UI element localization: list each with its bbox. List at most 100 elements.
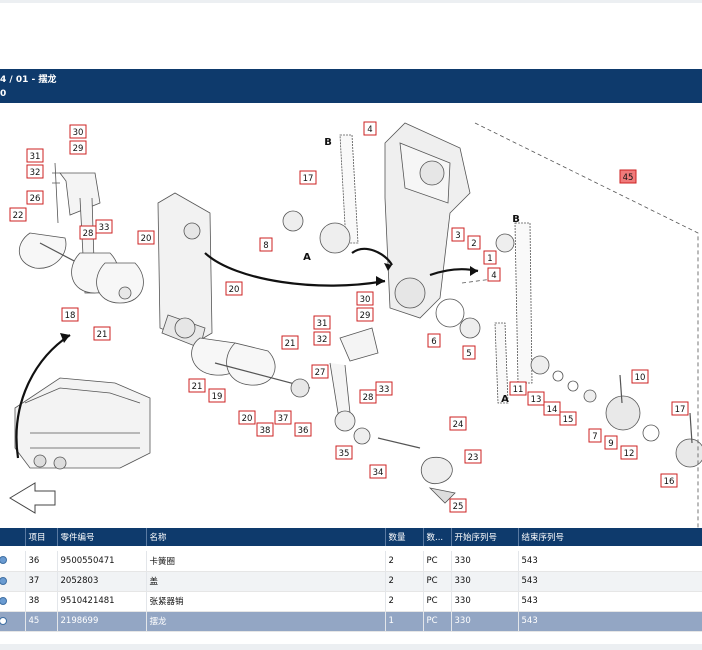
exploded-parts-diagram[interactable]: B A B A 30 29 31 32 22 26 33 28 20 20 17… [0, 103, 702, 528]
callout-8[interactable]: 8 [259, 237, 273, 252]
svg-text:26: 26 [30, 194, 41, 204]
info-icon[interactable] [0, 576, 7, 585]
svg-text:32: 32 [317, 335, 328, 345]
callout-45[interactable]: 45 [619, 169, 637, 184]
cell-qty: 2 [385, 551, 424, 572]
callout-10[interactable]: 10 [631, 369, 649, 384]
callout-12[interactable]: 12 [620, 445, 638, 460]
svg-text:1: 1 [487, 254, 492, 264]
callout-33-mid[interactable]: 33 [375, 381, 393, 396]
cell-unit: PC [423, 551, 452, 572]
svg-text:28: 28 [363, 393, 374, 403]
callout-36[interactable]: 36 [294, 422, 312, 437]
callout-30-mid[interactable]: 30 [356, 291, 374, 306]
callout-29-mid[interactable]: 29 [356, 307, 374, 322]
info-cell[interactable] [0, 611, 26, 632]
callout-14[interactable]: 14 [543, 401, 561, 416]
col-header-qty[interactable]: 数量 [385, 528, 424, 546]
callout-25[interactable]: 25 [449, 498, 467, 513]
callout-19[interactable]: 19 [208, 388, 226, 403]
callout-16[interactable]: 16 [660, 473, 678, 488]
callout-32-mid[interactable]: 32 [313, 331, 331, 346]
callout-20-c[interactable]: 20 [238, 410, 256, 425]
callout-15[interactable]: 15 [559, 411, 577, 426]
callout-9[interactable]: 9 [604, 435, 618, 450]
svg-text:17: 17 [303, 174, 314, 184]
info-icon[interactable] [0, 596, 7, 605]
callout-21-a[interactable]: 21 [93, 326, 111, 341]
svg-text:29: 29 [73, 144, 84, 154]
callout-22[interactable]: 22 [9, 207, 27, 222]
callout-37[interactable]: 37 [274, 410, 292, 425]
callout-35[interactable]: 35 [335, 445, 353, 460]
col-header-end-serial[interactable]: 结束序列号 [518, 528, 702, 546]
info-icon[interactable] [0, 556, 7, 565]
callout-33-left[interactable]: 33 [95, 219, 113, 234]
callout-7[interactable]: 7 [588, 428, 602, 443]
callout-20-a[interactable]: 20 [137, 230, 155, 245]
callout-28-mid[interactable]: 28 [359, 389, 377, 404]
svg-text:21: 21 [192, 382, 203, 392]
callout-13[interactable]: 13 [527, 391, 545, 406]
callout-4-right[interactable]: 4 [487, 267, 501, 282]
svg-text:13: 13 [531, 395, 542, 405]
callout-17-top[interactable]: 17 [299, 170, 317, 185]
callout-18[interactable]: 18 [61, 307, 79, 322]
callout-2[interactable]: 2 [467, 235, 481, 250]
callout-24[interactable]: 24 [449, 416, 467, 431]
info-cell[interactable] [0, 591, 26, 612]
table-row[interactable]: 38 9510421481 张紧器销 2 PC 330 543 [0, 591, 702, 612]
callout-38[interactable]: 38 [256, 422, 274, 437]
callout-11[interactable]: 11 [509, 381, 527, 396]
callout-21-c[interactable]: 21 [188, 378, 206, 393]
callout-21-b[interactable]: 21 [281, 335, 299, 350]
svg-text:33: 33 [379, 385, 390, 395]
callout-28-left[interactable]: 28 [79, 225, 97, 240]
callout-32-left[interactable]: 32 [26, 164, 44, 179]
info-icon[interactable] [0, 616, 7, 625]
info-cell[interactable] [0, 551, 26, 572]
col-header-name[interactable]: 名称 [146, 528, 386, 546]
svg-text:17: 17 [675, 405, 686, 415]
col-header-part-no[interactable]: 零件编号 [57, 528, 147, 546]
svg-text:30: 30 [73, 128, 84, 138]
cell-item: 45 [25, 611, 58, 632]
callout-29-left[interactable]: 29 [69, 140, 87, 155]
callout-17-right[interactable]: 17 [671, 401, 689, 416]
svg-text:21: 21 [97, 330, 108, 340]
cell-unit: PC [423, 611, 452, 632]
table-row-selected[interactable]: 45 2198699 摆龙 1 PC 330 543 [0, 611, 702, 632]
drawing-lines [14, 122, 702, 528]
callout-1[interactable]: 1 [483, 250, 497, 265]
svg-text:7: 7 [592, 432, 597, 442]
callout-23[interactable]: 23 [464, 449, 482, 464]
svg-text:18: 18 [65, 311, 76, 321]
svg-text:31: 31 [30, 152, 41, 162]
callout-30-left[interactable]: 30 [69, 124, 87, 139]
callout-4-top[interactable]: 4 [363, 121, 377, 136]
cell-name: 张紧器销 [146, 591, 386, 612]
callout-3[interactable]: 3 [451, 227, 465, 242]
callout-31-left[interactable]: 31 [26, 148, 44, 163]
callout-27[interactable]: 27 [311, 364, 329, 379]
svg-text:16: 16 [664, 477, 675, 487]
svg-text:25: 25 [453, 502, 464, 512]
callout-31-mid[interactable]: 31 [313, 315, 331, 330]
col-header-start-serial[interactable]: 开始序列号 [451, 528, 519, 546]
callout-34[interactable]: 34 [369, 464, 387, 479]
table-row[interactable]: 36 9500550471 卡簧圈 2 PC 330 543 [0, 551, 702, 572]
page-title: 4 / 01 - 摆龙 [0, 75, 57, 85]
callout-6[interactable]: 6 [427, 333, 441, 348]
cell-part-no: 2052803 [57, 571, 147, 592]
col-header-item[interactable]: 项目 [25, 528, 58, 546]
callout-20-b[interactable]: 20 [225, 281, 243, 296]
svg-text:20: 20 [229, 285, 240, 295]
callout-5[interactable]: 5 [462, 345, 476, 360]
callout-26[interactable]: 26 [26, 190, 44, 205]
cell-item: 38 [25, 591, 58, 612]
svg-text:9: 9 [608, 439, 613, 449]
table-row[interactable]: 37 2052803 盖 2 PC 330 543 [0, 571, 702, 592]
info-cell[interactable] [0, 571, 26, 592]
col-header-unit[interactable]: 数... [423, 528, 452, 546]
svg-text:14: 14 [547, 405, 558, 415]
